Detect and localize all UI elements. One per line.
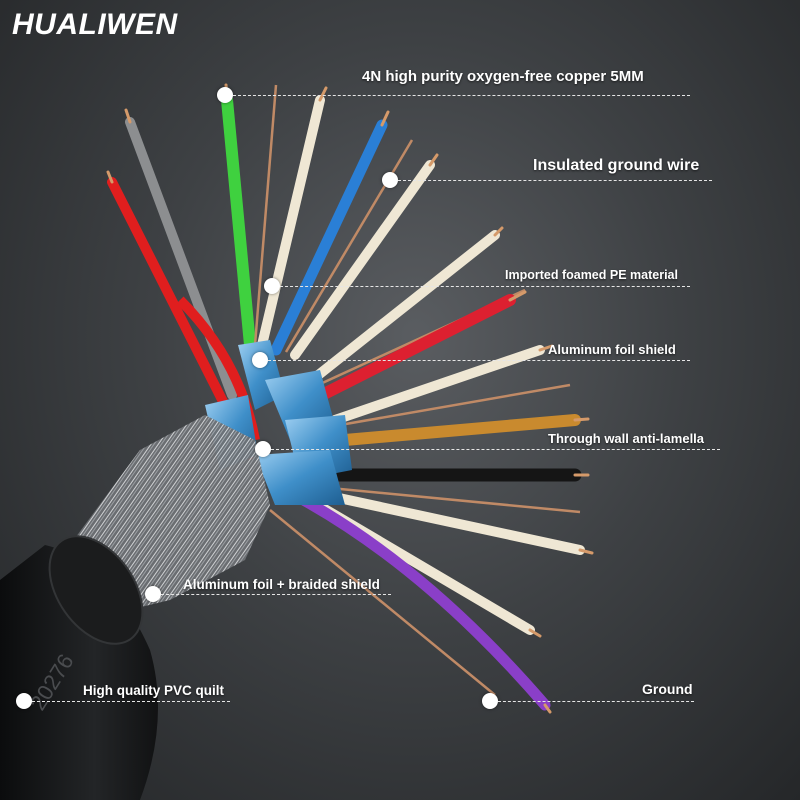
drain-wire-5 <box>329 486 581 514</box>
callout-label-foil-shield: Aluminum foil shield <box>548 342 676 357</box>
callout-label-braided-shield: Aluminum foil + braided shield <box>183 577 380 592</box>
callout-marker-pvc <box>16 693 32 709</box>
callout-label-anti-lamella: Through wall anti-lamella <box>548 431 705 446</box>
drain-wire-6 <box>269 509 496 696</box>
wire-cream-4 <box>330 345 545 425</box>
wire-cream-1 <box>257 95 325 350</box>
callout-marker-anti-lamella <box>255 441 271 457</box>
callout-marker-foil-shield <box>252 352 268 368</box>
pvc-jacket-end <box>48 535 144 645</box>
wire-orange <box>339 414 581 446</box>
callout-marker-copper <box>217 87 233 103</box>
callout-leader-foil-shield <box>268 360 690 361</box>
callout-leader-pvc <box>32 701 230 702</box>
callout-label-pvc: High quality PVC quilt <box>83 683 224 698</box>
brand-logo-text: HUALIWEN <box>12 8 178 41</box>
wire-group <box>107 84 585 711</box>
wire-cream-5 <box>320 490 585 555</box>
callout-label-ground: Ground <box>642 681 693 697</box>
callout-label-copper: 4N high purity oxygen-free copper 5MM <box>362 68 644 85</box>
callout-marker-ground-wire <box>382 172 398 188</box>
callout-leader-ground-wire <box>398 180 712 181</box>
copper-tips <box>106 83 594 714</box>
drain-wire-4 <box>339 383 571 427</box>
callout-leader-copper <box>233 95 690 96</box>
callout-marker-ground <box>482 693 498 709</box>
callout-marker-braided-shield <box>145 586 161 602</box>
callout-leader-ground <box>498 701 694 702</box>
drain-wire-1 <box>253 84 278 346</box>
callout-leader-pe <box>280 286 690 287</box>
wire-blue <box>270 119 388 356</box>
wire-red-right <box>316 294 516 401</box>
callout-leader-anti-lamella <box>271 449 720 450</box>
wire-purple <box>279 484 551 711</box>
callout-label-pe: Imported foamed PE material <box>505 268 678 282</box>
callout-leader-braided-shield <box>161 594 391 595</box>
wire-cream-3 <box>307 230 500 385</box>
wire-green <box>221 94 256 351</box>
callout-label-ground-wire: Insulated ground wire <box>533 157 700 174</box>
callout-marker-pe <box>264 278 280 294</box>
wire-cream-2 <box>290 160 435 360</box>
